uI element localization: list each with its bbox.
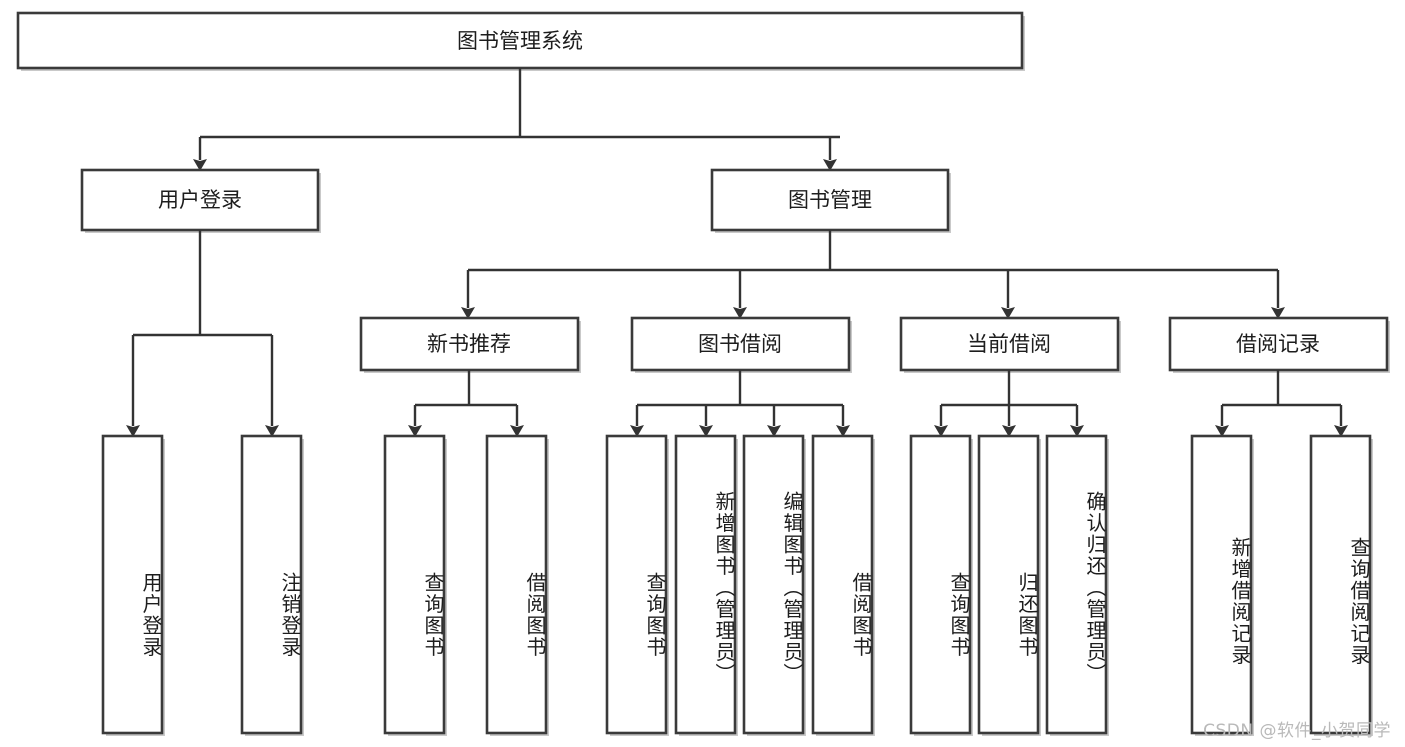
node-leaf-borrow-book-1[interactable] — [485, 434, 549, 736]
current-borrow-box — [899, 316, 1120, 372]
csdn-watermark: CSDN @软件_小贺同学 — [1203, 721, 1391, 741]
node-book-management[interactable]: 图书管理 — [710, 168, 951, 233]
root-label: 图书管理系统 — [457, 29, 583, 53]
user-login-box — [80, 168, 320, 232]
current-borrow-label: 当前借阅 — [967, 332, 1051, 356]
node-leaf-add-book[interactable] — [674, 434, 738, 736]
node-leaf-query-book-2[interactable] — [605, 434, 669, 736]
connector-book-borrow-to-leaves — [630, 370, 850, 437]
node-current-borrow[interactable]: 当前借阅 — [899, 316, 1121, 373]
new-book-recommend-box — [359, 316, 580, 372]
node-leaf-query-book-1[interactable] — [383, 434, 447, 736]
borrow-record-box — [1168, 316, 1389, 372]
node-borrow-record[interactable]: 借阅记录 — [1168, 316, 1390, 373]
node-new-book-recommend[interactable]: 新书推荐 — [359, 316, 581, 373]
borrow-record-label: 借阅记录 — [1236, 332, 1320, 356]
node-leaf-user-login[interactable] — [101, 434, 165, 736]
node-leaf-query-record[interactable] — [1309, 434, 1373, 736]
new-book-recommend-label: 新书推荐 — [427, 332, 511, 356]
connector-book-management-to-level3 — [461, 230, 1285, 319]
node-leaf-logout-login[interactable] — [240, 434, 304, 736]
book-borrow-label: 图书借阅 — [698, 332, 782, 356]
connector-root-to-level2 — [193, 68, 840, 171]
leaf-boxes — [101, 434, 1373, 736]
node-leaf-return-book[interactable] — [977, 434, 1041, 736]
connector-user-login-to-leaves — [126, 230, 279, 437]
node-leaf-query-book-3[interactable] — [909, 434, 973, 736]
node-leaf-edit-book[interactable] — [742, 434, 806, 736]
user-login-label: 用户登录 — [158, 188, 242, 212]
root-box — [16, 11, 1024, 70]
node-leaf-add-record[interactable] — [1190, 434, 1254, 736]
connector-borrow-record-to-leaves — [1215, 370, 1348, 437]
connector-current-borrow-to-leaves — [934, 370, 1084, 437]
book-management-label: 图书管理 — [788, 188, 872, 212]
node-root[interactable]: 图书管理系统 — [16, 11, 1025, 71]
node-user-login[interactable]: 用户登录 — [80, 168, 321, 233]
connector-new-book-recommend-to-leaves — [408, 370, 524, 437]
node-leaf-confirm-return[interactable] — [1045, 434, 1109, 736]
node-leaf-borrow-book-2[interactable] — [811, 434, 875, 736]
node-book-borrow[interactable]: 图书借阅 — [630, 316, 852, 373]
